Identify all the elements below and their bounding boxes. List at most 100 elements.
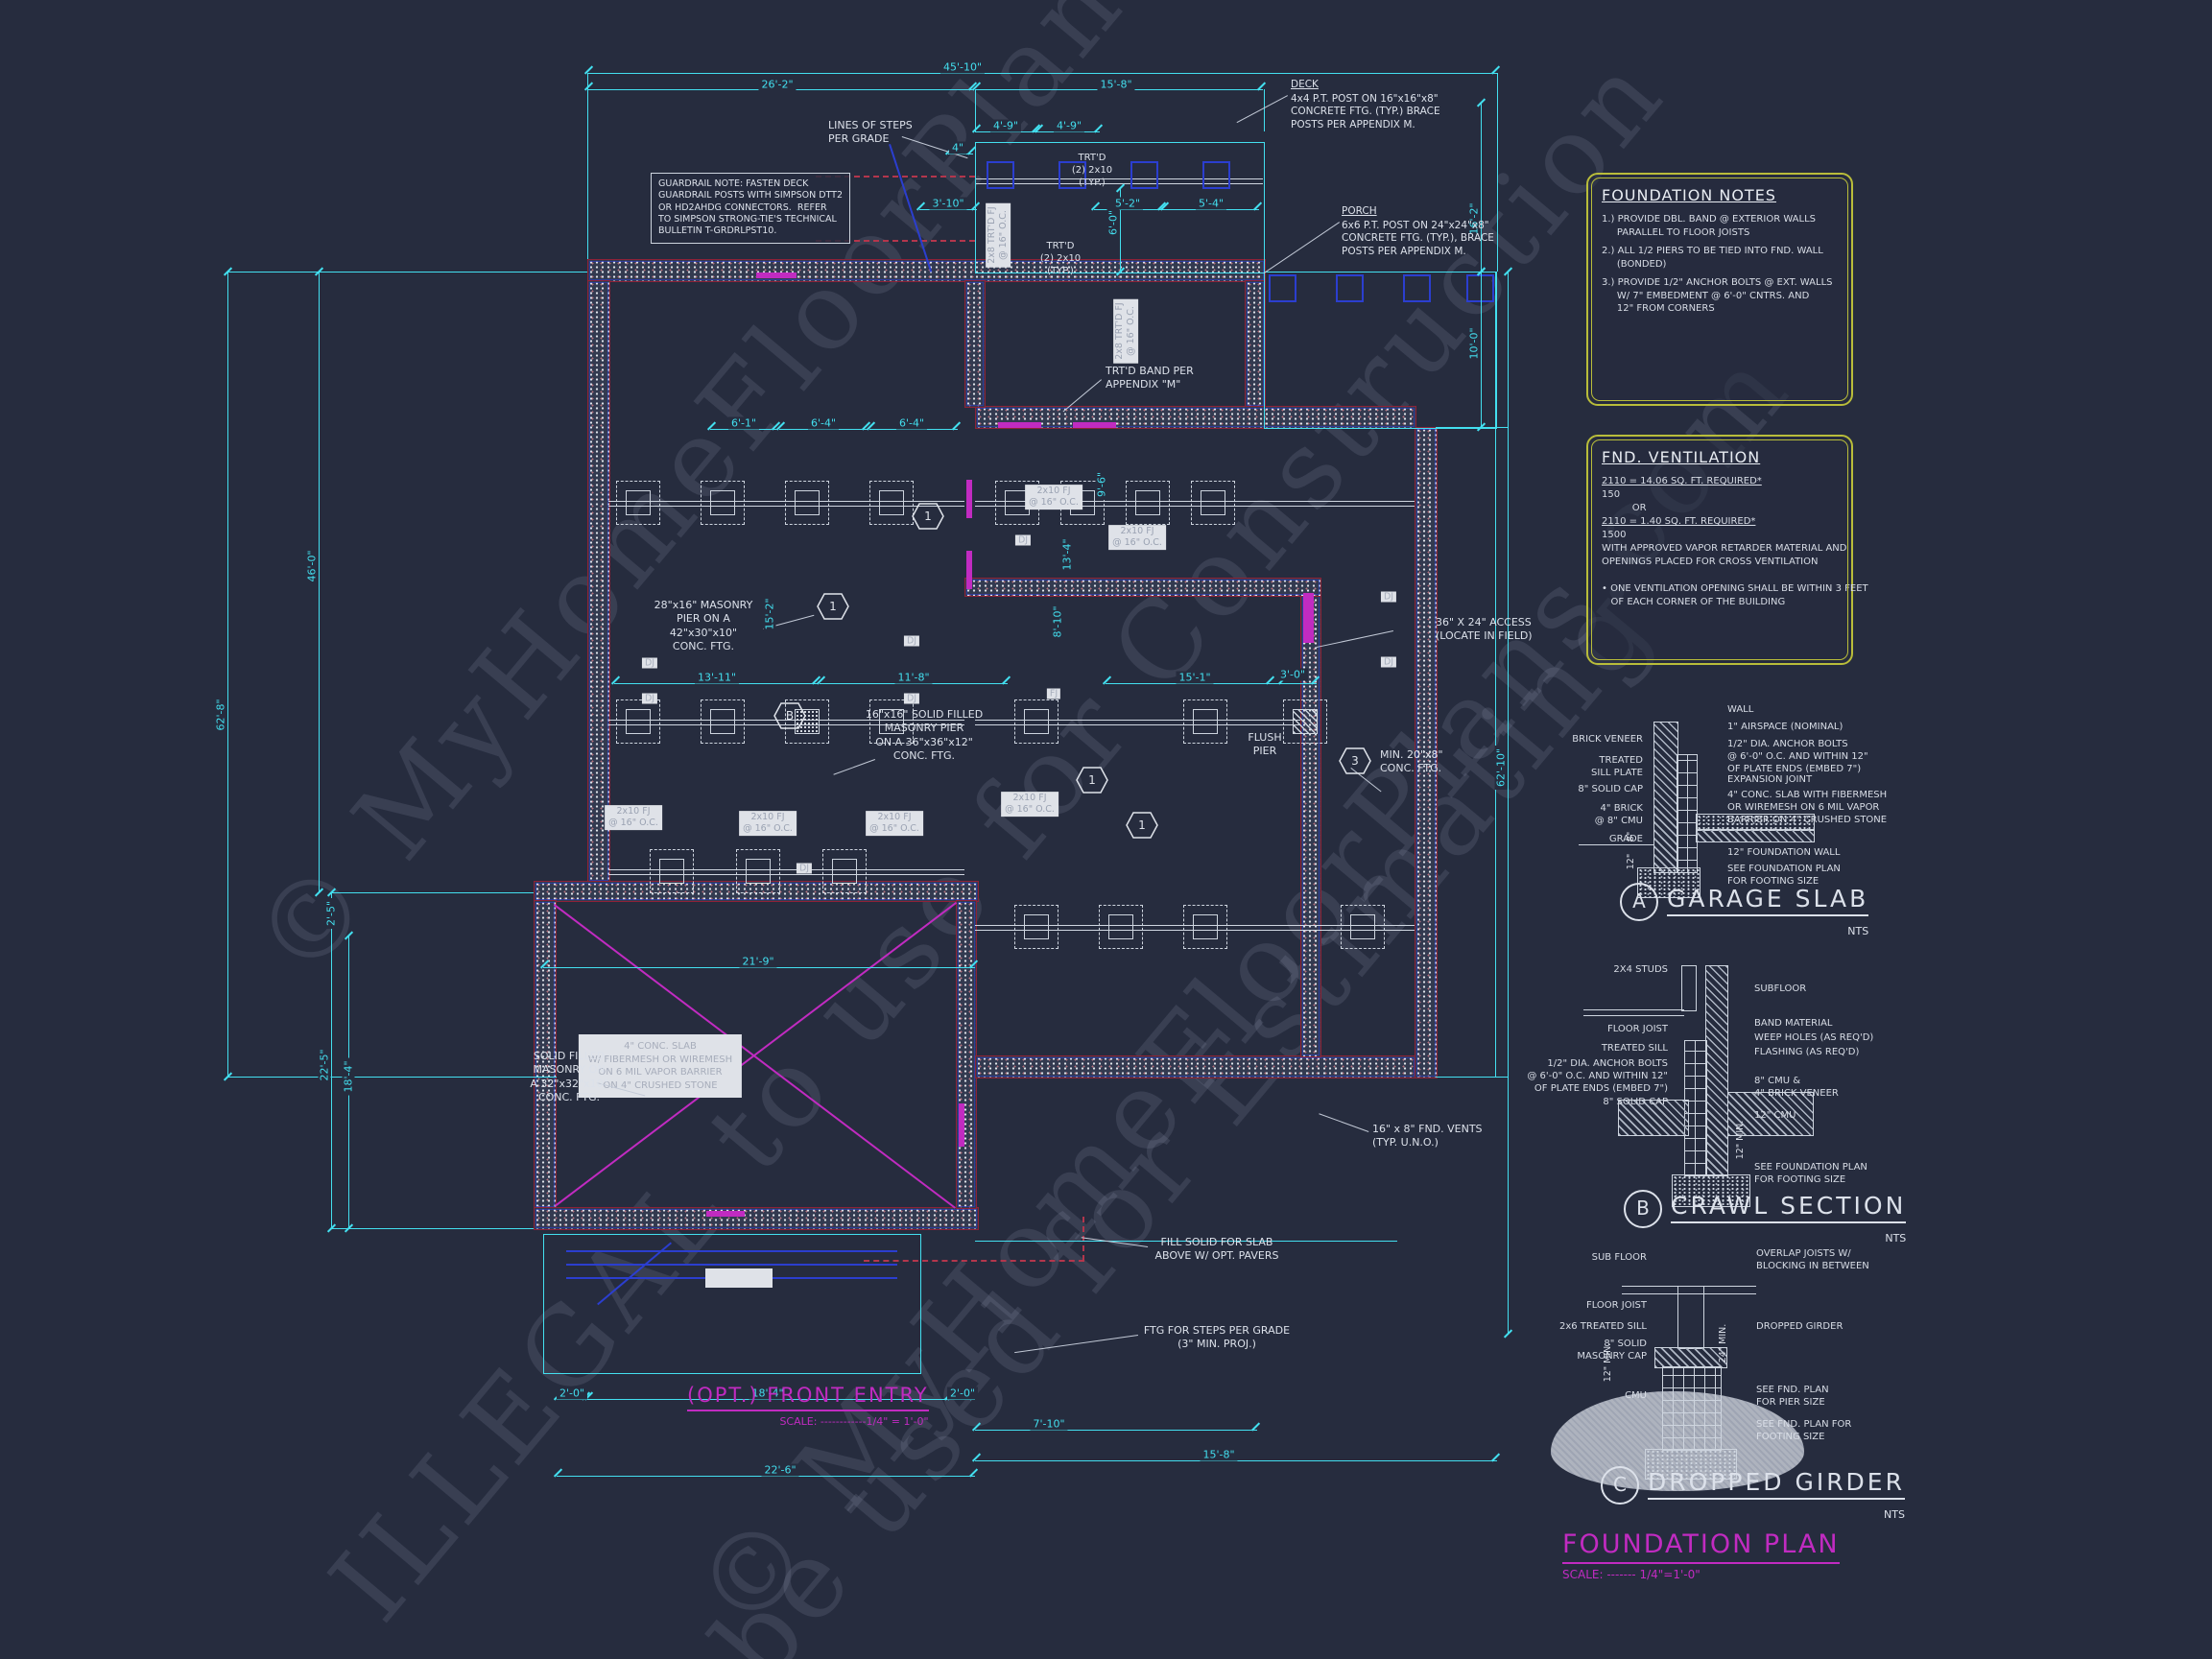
dimension-line <box>227 272 228 1077</box>
dim-label: 7'-10" <box>1030 1417 1068 1431</box>
plan-note-text: 4x4 P.T. POST ON 16"x16"x8" CONCRETE FTG… <box>1291 92 1440 130</box>
double-joist-label: DJ <box>641 657 658 669</box>
masonry-pier <box>869 481 914 525</box>
plan-note: SOLID FILLED MASONRY ON A 32"x32"x10" CO… <box>530 1050 607 1104</box>
plan-note: TRT'D (2) 2x10 (TYP.) <box>1040 240 1081 277</box>
detail-label: SEE FOUNDATION PLAN FOR FOOTING SIZE <box>1727 864 1841 887</box>
detail-b-scale: NTS <box>1885 1232 1907 1244</box>
joist-label: 2x10 FJ @ 16" O.C. <box>1025 485 1082 510</box>
masonry-pier <box>701 699 745 744</box>
detail-label: 12" CMU <box>1754 1110 1796 1121</box>
detail-label: SEE FND. PLAN FOR PIER SIZE <box>1756 1385 1829 1408</box>
detail-label: EXPANSION JOINT <box>1727 774 1813 785</box>
detail-shape <box>1618 1100 1689 1136</box>
detail-shape <box>1645 1449 1737 1480</box>
post-footing <box>1202 161 1230 189</box>
wall-segment <box>587 280 610 883</box>
dim-label: 46'-0" <box>305 547 319 585</box>
detail-label: TREATED SILL <box>1601 1043 1668 1054</box>
svg-text:B: B <box>786 709 794 723</box>
dim-label: 3'-10" <box>929 197 967 210</box>
masonry-pier <box>701 481 745 525</box>
post-footing <box>1269 274 1296 302</box>
dim-label: 13'-11" <box>694 671 740 684</box>
svg-text:1: 1 <box>924 510 932 523</box>
ventilation-line: 1500 <box>1602 530 1627 540</box>
dim-label: 26'-2" <box>758 78 797 91</box>
dim-label: 5'-4" <box>1195 197 1227 210</box>
plan-note: 16" x 8" FND. VENTS (TYP. U.N.O.) <box>1372 1123 1483 1150</box>
dimension-line <box>1264 89 1265 131</box>
dim-label: 18'-4" <box>342 1057 355 1096</box>
dim-label: 11'-8" <box>894 671 933 684</box>
dim-label: 62'-10" <box>1494 745 1508 791</box>
dim-label: 4" <box>948 141 967 154</box>
detail-shape <box>1727 1092 1814 1136</box>
plan-note: FILL SOLID FOR SLAB ABOVE W/ OPT. PAVERS <box>1155 1236 1279 1264</box>
detail-label: GRADE <box>1608 834 1643 844</box>
plan-note: TRT'D (2) 2x10 (TYP.) <box>1072 152 1112 189</box>
foundation-plan-title-text: FOUNDATION PLAN <box>1562 1529 1840 1564</box>
ventilation-line: 150 <box>1602 489 1621 500</box>
svg-text:1: 1 <box>829 600 837 613</box>
detail-b-name: CRAWL SECTION <box>1671 1191 1907 1223</box>
dimension-line <box>1094 209 1163 210</box>
dim-label: 5'-2" <box>1111 197 1144 210</box>
masonry-pier <box>1183 905 1227 949</box>
plan-note-text: FLUSH PIER <box>1248 731 1282 758</box>
dim-label: 6'-4" <box>895 416 928 430</box>
keynote-hexagon: 3 <box>1339 747 1371 778</box>
dimension-line <box>587 1399 950 1400</box>
double-joist-label: FJ <box>1046 688 1061 699</box>
girder-line <box>608 501 964 507</box>
plan-note-text: SOLID FILLED MASONRY ON A 32"x32"x10" CO… <box>530 1050 608 1103</box>
svg-text:1: 1 <box>1138 818 1146 832</box>
detail-label: 2x6 TREATED SILL <box>1558 1321 1647 1332</box>
dim-label: 2'-5" <box>324 897 338 930</box>
dimension-line <box>331 892 534 893</box>
detail-a-name: GARAGE SLAB <box>1667 884 1869 916</box>
plan-note: 28"x16" MASONRY PIER ON A 42"x30"x10" CO… <box>654 599 753 653</box>
masonry-pier <box>785 699 829 744</box>
foundation-note-item: 3.) PROVIDE 1/2" ANCHOR BOLTS @ EXT. WAL… <box>1602 277 1833 314</box>
dimension-line <box>1495 272 1496 1077</box>
detail-label: DROPPED GIRDER <box>1756 1321 1843 1332</box>
dimension-line <box>1163 209 1259 210</box>
dim-label: 22'-6" <box>761 1463 799 1477</box>
detail-shape <box>1705 965 1728 1176</box>
vent-marker <box>966 551 972 589</box>
foundation-note-item: 1.) PROVIDE DBL. BAND @ EXTERIOR WALLS P… <box>1602 214 1816 238</box>
wall-segment <box>534 900 557 1209</box>
foundation-plan-title: FOUNDATION PLAN SCALE: ------- 1/4"=1'-0… <box>1562 1529 1840 1581</box>
masonry-pier <box>822 849 867 893</box>
grade-step-line <box>816 240 975 242</box>
masonry-pier <box>616 481 660 525</box>
joist-label: 2x8 TRT'D FJ @ 16" O.C. <box>986 202 1011 268</box>
dim-label: 18'-4" <box>749 1386 787 1400</box>
wall-segment <box>964 578 1321 597</box>
detail-shape <box>1677 1286 1704 1349</box>
detail-shape <box>1583 1009 1684 1010</box>
keynote-hexagon: 1 <box>1076 767 1108 797</box>
dimension-line <box>1269 683 1317 684</box>
plan-note: TRT'D BAND PER APPENDIX "M" <box>1106 365 1194 392</box>
detail-shape <box>1654 1347 1727 1368</box>
dimension-line <box>543 967 975 968</box>
dim-label: 3'-0" <box>1276 668 1309 681</box>
detail-label: CMU <box>1625 1390 1647 1401</box>
detail-label: FLOOR JOIST <box>1606 1024 1668 1034</box>
fnd-ventilation-title: FND. VENTILATION <box>1602 448 1761 466</box>
dimension-line <box>779 429 868 430</box>
keynote-hexagon: 1 <box>1126 812 1158 842</box>
ventilation-line <box>1602 569 1838 582</box>
dimension-line <box>975 1460 1497 1461</box>
detail-label: 1/2" DIA. ANCHOR BOLTS @ 6'-0" O.C. AND … <box>1527 1058 1668 1094</box>
dimension-line <box>587 73 588 259</box>
plan-note: GUARDRAIL NOTE: FASTEN DECK GUARDRAIL PO… <box>651 173 850 244</box>
dim-label: 62'-8" <box>214 696 227 734</box>
leader-line <box>1316 630 1393 649</box>
